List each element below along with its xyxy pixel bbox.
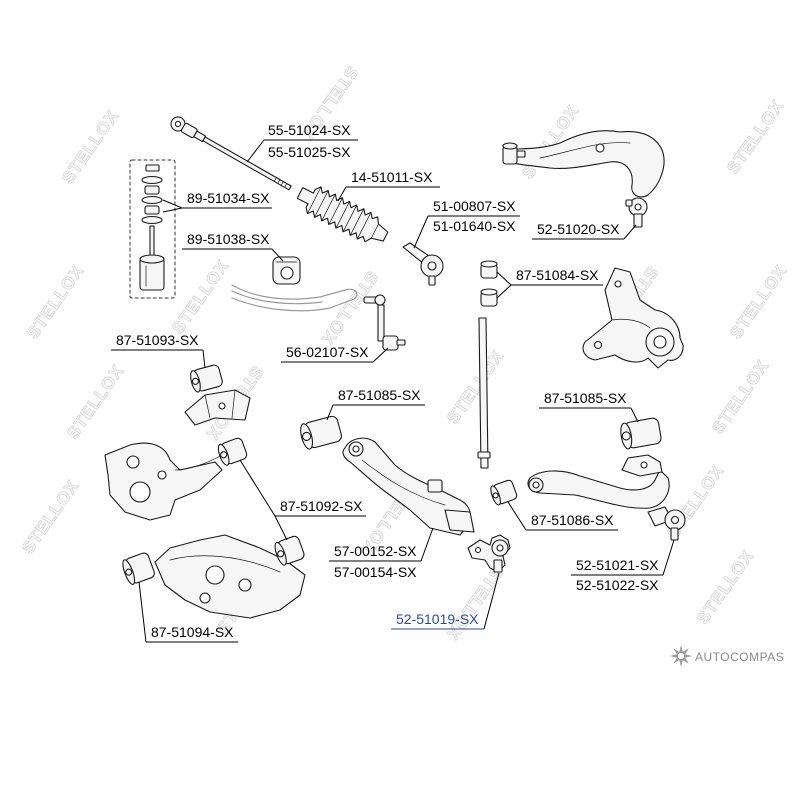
leader-line [271,248,284,262]
part-number-label: 56-02107-SX [286,344,369,360]
part-number-label: 51-01640-SX [433,218,516,234]
leader-line [246,139,265,163]
lower-ball-joint-part [647,506,686,541]
part-number-label: 14-51011-SX [351,169,433,185]
arm-bushing-left-part [300,415,342,450]
leader-line [326,404,334,421]
part-number-label: 87-51085-SX [338,387,421,403]
part-number-label: 87-51094-SX [151,624,234,640]
autocompas-logo: AUTOCOMPAS [670,645,784,667]
leader-line [239,459,276,517]
leader-line [337,186,347,202]
leader-line [662,539,675,576]
tie-rod-part [170,116,292,191]
rear-bushing-part [190,364,223,393]
part-number-label: 57-00154-SX [334,564,417,580]
part-number-label-highlighted: 52-51019-SX [396,611,479,627]
trailing-plate-lower-part [154,534,306,619]
part-number-label: 87-51085-SX [544,390,627,406]
stabilizer-bushing-part [272,256,301,285]
upper-arm-part [502,130,665,198]
part-number-label: 89-51038-SX [187,231,270,247]
leader-line [202,349,206,369]
leader-line [413,215,429,249]
leader-line [483,572,500,630]
lower-arm-right-part [527,454,670,509]
arm-bushing-right-part [620,417,662,450]
autocompas-logo-text: AUTOCOMPAS [695,650,784,664]
upper-ball-joint-part [625,197,648,228]
part-number-label: 52-51020-SX [537,221,620,237]
part-labels: 55-51024-SX 55-51025-SX 14-51011-SX 89-5… [116,122,659,640]
leader-line [274,515,288,541]
leader-lines [111,139,675,643]
part-number-label: 87-51084-SX [516,267,599,283]
autocompas-logo-icon [670,645,692,667]
leader-line [372,347,389,363]
leader-line [507,501,527,531]
part-number-label: 57-00152-SX [334,543,417,559]
lower-arm-bushing-part [490,479,518,506]
part-number-label: 52-51022-SX [576,577,659,593]
leader-line [162,207,183,213]
lower-arm-part [342,437,475,536]
part-number-label: 55-51024-SX [268,122,351,138]
bushing-kit-part [129,159,176,299]
trailing-bushing-upper-part [217,437,248,466]
leader-line [630,407,639,423]
part-number-label: 55-51025-SX [268,144,351,160]
strut-rod-part [477,317,491,469]
rear-bracket-part [184,389,251,426]
leader-line [162,199,183,209]
part-number-label: 87-51086-SX [531,512,614,528]
trailing-plate-upper-part [104,442,223,521]
knuckle-part [582,267,684,369]
tie-rod-end-part [402,242,444,286]
part-number-label: 51-00807-SX [433,198,516,214]
part-number-label: 89-51034-SX [187,190,270,206]
stabilizer-bar [231,284,358,312]
rear-bushing-b-part [122,552,155,585]
leader-line [420,527,434,562]
part-drawings [104,116,686,619]
leader-line [496,284,512,299]
part-number-label: 87-51092-SX [280,498,363,514]
part-number-label: 87-51093-SX [116,332,199,348]
stabilizer-link-part [363,294,406,351]
highlighted-ball-joint-part [467,534,511,573]
leader-line [138,581,147,643]
steering-boot-part [296,186,389,243]
strut-bushings-part [480,260,498,307]
leader-line [623,224,637,240]
trailing-bushing-lower-part [274,535,305,566]
part-number-label: 52-51021-SX [576,557,659,573]
leader-line [496,271,512,286]
